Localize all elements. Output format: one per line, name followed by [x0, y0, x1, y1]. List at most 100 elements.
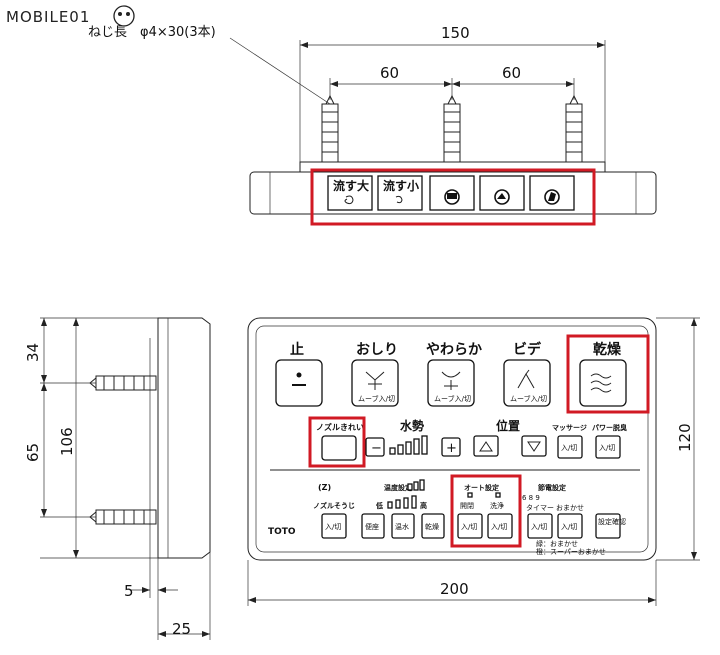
toilet-side-icon — [494, 189, 510, 205]
button-position-down[interactable] — [521, 435, 547, 457]
svg-text:ムーブ入/切: ムーブ入/切 — [510, 394, 547, 403]
label-omakase: おまかせ — [556, 504, 584, 512]
svg-text:入/切: 入/切 — [461, 523, 477, 531]
dim-side-5: 5 — [124, 582, 134, 600]
button-power-deodorize[interactable]: 入/切 — [595, 435, 621, 459]
dim-top-right: 60 — [502, 64, 521, 82]
side-view: 34 65 106 5 25 — [24, 317, 211, 640]
bidet-icon — [517, 369, 535, 389]
label-massage: マッサージ — [552, 424, 587, 432]
anchor-screw-right — [565, 94, 583, 163]
watermark-logo-icon — [113, 5, 135, 27]
auto-open-led — [467, 492, 473, 498]
button-nozzle-souji[interactable]: 入/切 — [321, 513, 347, 539]
button-bide[interactable]: ムーブ入/切 — [503, 359, 551, 407]
screw-note: ねじ長 φ4×30(3本) — [88, 25, 216, 40]
svg-text:ムーブ入/切: ムーブ入/切 — [434, 394, 471, 403]
button-water-plus[interactable]: + — [441, 437, 461, 457]
dim-top-total: 150 — [441, 24, 470, 42]
toilet-lid-icon — [544, 189, 560, 205]
highlight-nozzle-clean — [308, 416, 366, 468]
temp-steps-icon — [387, 495, 417, 509]
label-dry: 乾燥 — [593, 341, 622, 358]
button-oshiri[interactable]: ムーブ入/切 — [351, 359, 399, 407]
dim-side-34: 34 — [24, 343, 42, 362]
button-timer[interactable]: 入/切 — [527, 513, 553, 539]
label-yawaraka: やわらか — [426, 342, 482, 358]
label-open-close: 開閉 — [460, 502, 474, 510]
button-seat-temp[interactable]: 便座 — [361, 513, 385, 539]
button-stop[interactable] — [275, 359, 323, 407]
highlight-top-buttons — [310, 168, 596, 226]
highlight-auto-setting — [450, 474, 522, 548]
label-nozzle-icon: (Z) — [318, 483, 331, 492]
svg-text:ムーブ入/切: ムーブ入/切 — [358, 394, 395, 403]
top-button-flush-small[interactable]: 流す小 — [377, 175, 423, 211]
front-view: 200 120 — [247, 317, 700, 606]
toilet-bowl-icon — [444, 189, 460, 205]
top-button-lid[interactable] — [529, 175, 575, 211]
label-nozzle-clean: ノズルきれい — [316, 422, 364, 432]
soft-spray-icon — [441, 371, 461, 390]
svg-text:乾燥: 乾燥 — [425, 522, 439, 531]
auto-wash-led — [495, 492, 501, 498]
button-massage[interactable]: 入/切 — [557, 435, 583, 459]
label-temp-setting: 温度設定 — [384, 483, 412, 492]
svg-text:入/切: 入/切 — [491, 523, 507, 531]
button-omakase[interactable]: 入/切 — [557, 513, 583, 539]
button-dry[interactable] — [579, 359, 627, 407]
top-button-seat[interactable] — [479, 175, 525, 211]
button-dry-temp[interactable]: 乾燥 — [421, 513, 445, 539]
label-nozzle-souji: ノズルそうじ — [313, 501, 355, 510]
button-water-temp[interactable]: 温水 — [391, 513, 415, 539]
highlight-dry-button — [566, 334, 650, 414]
dim-side-65: 65 — [24, 443, 42, 462]
note-green: 緑：おまかせ — [536, 539, 578, 548]
button-yawaraka[interactable]: ムーブ入/切 — [427, 359, 475, 407]
svg-text:流す小: 流す小 — [383, 178, 419, 193]
svg-text:温水: 温水 — [395, 522, 409, 531]
label-position: 位置 — [496, 418, 520, 433]
dry-wave-icon — [590, 373, 612, 393]
svg-text:設定確認: 設定確認 — [598, 517, 626, 526]
label-oshiri: おしり — [356, 342, 398, 358]
dim-side-106: 106 — [58, 427, 76, 456]
spray-icon — [365, 371, 385, 390]
label-hours: 6 8 9 — [522, 494, 540, 502]
label-auto-setting: オート設定 — [464, 483, 499, 492]
svg-text:便座: 便座 — [365, 522, 379, 531]
stop-indicator-icon — [292, 372, 306, 386]
dim-front-height: 120 — [676, 423, 694, 452]
top-button-bowl[interactable] — [429, 175, 475, 211]
button-position-up[interactable] — [473, 435, 499, 457]
dim-side-25: 25 — [172, 620, 191, 638]
svg-text:入/切: 入/切 — [561, 444, 577, 452]
label-wash: 洗浄 — [490, 501, 504, 510]
button-setting-confirm[interactable]: 設定確認 — [595, 513, 626, 539]
top-view: 150 60 60 — [249, 24, 657, 215]
label-energy-saving: 節電設定 — [538, 483, 566, 492]
button-auto-wash[interactable]: 入/切 — [487, 513, 513, 539]
svg-text:−: − — [371, 441, 382, 456]
label-stop: 止 — [290, 341, 304, 358]
svg-text:流す大: 流す大 — [333, 178, 369, 193]
temp-level-bars-icon — [407, 479, 425, 491]
swirl-icon — [344, 195, 354, 205]
button-nozzle-clean[interactable] — [321, 435, 357, 461]
label-high: 高 — [420, 501, 427, 510]
svg-text:入/切: 入/切 — [599, 444, 615, 452]
top-button-flush-large[interactable]: 流す大 — [327, 175, 373, 211]
swirl-icon — [395, 195, 403, 204]
dim-top-left: 60 — [380, 64, 399, 82]
brand-logo: TOTO — [268, 527, 296, 537]
label-timer: タイマー — [526, 503, 554, 512]
water-level-bars-icon — [389, 435, 428, 455]
anchor-screw-mid — [443, 94, 461, 163]
button-auto-open-close[interactable]: 入/切 — [457, 513, 483, 539]
label-bide: ビデ — [513, 341, 542, 358]
note-orange: 橙：スーパーおまかせ — [536, 547, 606, 556]
watermark-text: MOBILE01 — [6, 8, 90, 26]
button-water-minus[interactable]: − — [365, 437, 385, 457]
svg-text:入/切: 入/切 — [531, 523, 547, 531]
